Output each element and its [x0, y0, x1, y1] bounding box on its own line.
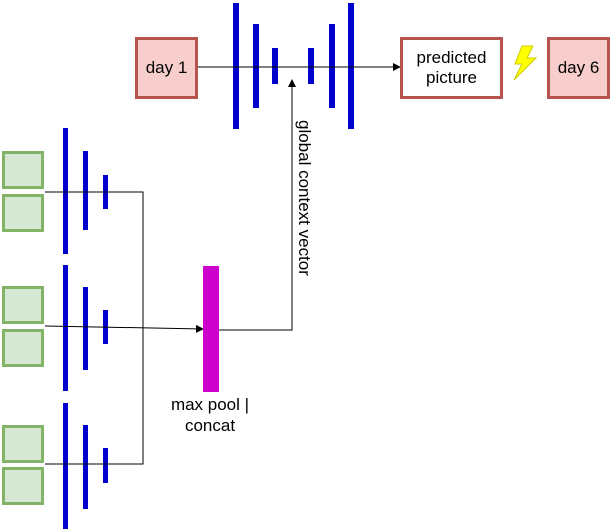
context-encoder-2 — [63, 265, 108, 391]
context-encoder-1-bar-2 — [83, 151, 88, 230]
context-encoder-3 — [63, 403, 108, 529]
target-day-box: day 6 — [547, 37, 610, 99]
context-encoder-1 — [63, 128, 108, 254]
connector-encoder-2-arrow — [44, 324, 204, 333]
pool-bar — [203, 266, 219, 392]
context-encoder-3-bar-3 — [103, 448, 108, 483]
context-image-tile-5 — [2, 425, 44, 463]
main-decoder-bar-2 — [329, 24, 335, 108]
connector-encoder-3 — [45, 326, 144, 465]
connector-encoder-1 — [45, 191, 144, 326]
main-decoder-bar-3 — [348, 3, 354, 129]
context-image-tile-1 — [2, 151, 44, 189]
global-context-arrow — [219, 79, 296, 331]
context-encoder-3-bar-1 — [63, 403, 68, 529]
main-encoder-bar-2 — [253, 24, 259, 108]
context-image-tile-6 — [2, 467, 44, 505]
context-encoder-1-bar-1 — [63, 128, 68, 254]
main-decoder-bar-1 — [308, 48, 314, 84]
prediction-label: predicted picture — [416, 47, 487, 87]
context-encoder-2-bar-2 — [83, 287, 88, 370]
context-encoder-3-bar-2 — [83, 425, 88, 509]
global-context-label: global context vector — [295, 120, 314, 276]
input-day-box: day 1 — [135, 37, 198, 99]
context-image-tile-4 — [2, 329, 44, 367]
main-network — [233, 3, 354, 129]
target-day-label: day 6 — [557, 57, 600, 77]
lightning-bolt-icon — [513, 45, 538, 81]
main-encoder-bar-1 — [233, 3, 239, 129]
prediction-box: predicted picture — [400, 37, 503, 99]
main-encoder-bar-3 — [272, 48, 278, 84]
context-image-tile-3 — [2, 286, 44, 324]
input-day-label: day 1 — [145, 57, 188, 77]
context-encoder-2-bar-1 — [63, 265, 68, 391]
context-image-tile-2 — [2, 194, 44, 232]
pool-label: max pool | concat — [170, 395, 250, 436]
